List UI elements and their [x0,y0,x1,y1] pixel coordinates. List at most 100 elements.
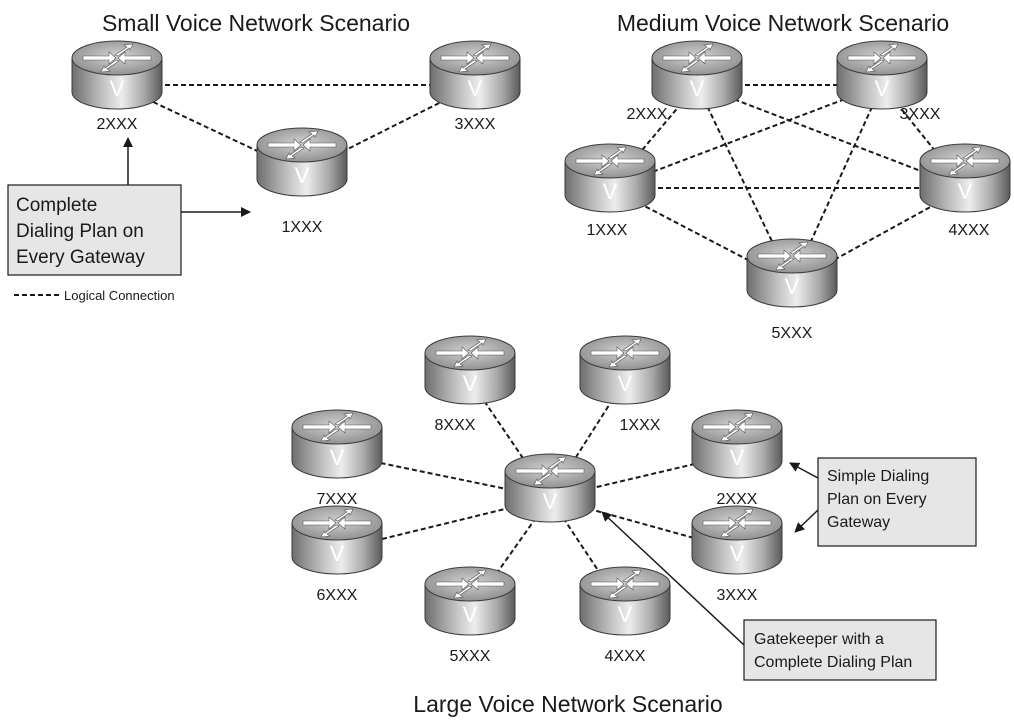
router-v-glyph: V [958,179,973,204]
small-router-s1: V 1XXX [256,127,348,236]
router-top [579,566,671,602]
large-router-l3: V 3XXX [691,505,783,604]
router-v-glyph: V [730,541,745,566]
router-arrows-icon [847,43,917,73]
router-label: 1XXX [620,417,661,434]
router-label: 5XXX [450,648,491,665]
router-label: 2XXX [97,116,138,133]
callout-line-2: Plan on Every [827,491,927,508]
small-router-s3: V 3XXX [429,40,521,133]
router-v-glyph: V [618,371,633,396]
router-v-glyph: V [785,274,800,299]
legend: Logical Connection [14,288,175,303]
router-v-glyph: V [110,76,125,101]
medium-link-m2-m5 [696,84,793,284]
router-v-glyph: V [468,76,483,101]
router-label: 3XXX [900,106,941,123]
router-v-glyph: V [330,541,345,566]
router-label: 3XXX [455,116,496,133]
router-top [836,40,928,76]
router-v-glyph: V [618,602,633,627]
medium-router-m1: V 1XXX [564,143,656,239]
gatekeeper-router: V [504,453,596,523]
large-router-l4: V 4XXX [579,566,671,665]
router-label: 8XXX [435,417,476,434]
router-label: 4XXX [605,648,646,665]
router-v-glyph: V [295,163,310,188]
callout-arrow-to-3xxx [794,509,819,533]
callout-line-1: Simple Dialing [827,468,929,485]
router-label: 1XXX [587,222,628,239]
router-v-glyph: V [330,445,345,470]
router-arrows-icon [930,146,1000,176]
router-top [291,505,383,541]
router-top [691,505,783,541]
callout-gatekeeper: Gatekeeper with a Complete Dialing Plan [601,511,937,681]
router-arrows-icon [435,338,505,368]
router-arrows-icon [82,43,152,73]
callout-line-1: Complete [16,195,97,216]
router-v-glyph: V [543,489,558,514]
router-label: 4XXX [949,222,990,239]
router-top [424,566,516,602]
router-v-glyph: V [875,76,890,101]
callout-line-3: Gateway [827,514,890,531]
router-label: 5XXX [772,325,813,342]
callout-arrow-to-gatekeeper [601,511,745,646]
medium-link-m3-m4 [881,84,966,189]
router-arrows-icon [590,338,660,368]
router-label: 7XXX [317,491,358,508]
large-router-l8: V 8XXX [424,335,516,434]
callout-box [7,184,182,276]
router-label: 6XXX [317,587,358,604]
router-top [564,143,656,179]
router-arrows-icon [435,569,505,599]
router-v-glyph: V [690,76,705,101]
router-arrows-icon [267,130,337,160]
router-arrows-icon [590,569,660,599]
router-v-glyph: V [463,602,478,627]
router-label: 3XXX [717,587,758,604]
medium-router-m2: V 2XXX [627,40,743,123]
router-label: 2XXX [627,106,668,123]
router-arrows-icon [702,412,772,442]
router-arrows-icon [440,43,510,73]
medium-router-m4: V 4XXX [919,143,1011,239]
small-scenario-title: Small Voice Network Scenario [102,10,410,36]
router-top [919,143,1011,179]
router-top [71,40,163,76]
router-arrows-icon [302,508,372,538]
router-arrows-icon [662,43,732,73]
routers: V 2XXX V 3XXX V 1XXX V 2XXX V 3XXX V 1XXX V 4XXX V 5XXX… [71,40,1011,665]
router-top [424,335,516,371]
callout-arrow-to-2xxx [789,462,819,479]
router-arrows-icon [702,508,772,538]
router-top [291,409,383,445]
router-label: 1XXX [282,219,323,236]
medium-scenario-title: Medium Voice Network Scenario [617,10,949,36]
router-top [256,127,348,163]
router-label: 2XXX [717,491,758,508]
router-v-glyph: V [463,371,478,396]
medium-link-m3-m5 [791,84,883,284]
router-v-glyph: V [730,445,745,470]
large-router-l7: V 7XXX [291,409,383,508]
callout-line-3: Every Gateway [16,247,145,268]
callout-line-1: Gatekeeper with a [754,631,884,648]
callout-complete-dialing-plan: Complete Dialing Plan on Every Gateway [7,137,251,276]
medium-router-m3: V 3XXX [836,40,941,123]
router-arrows-icon [575,146,645,176]
router-arrows-icon [515,456,585,486]
small-router-s2: V 2XXX [71,40,163,133]
callout-line-2: Complete Dialing Plan [754,654,912,671]
large-router-l2: V 2XXX [691,409,783,508]
router-arrows-icon [757,241,827,271]
router-arrows-icon [302,412,372,442]
callout-box [743,619,937,681]
router-top [429,40,521,76]
callout-line-2: Dialing Plan on [16,221,144,242]
router-v-glyph: V [603,179,618,204]
legend-label: Logical Connection [64,288,175,303]
large-router-l1: V 1XXX [579,335,671,434]
